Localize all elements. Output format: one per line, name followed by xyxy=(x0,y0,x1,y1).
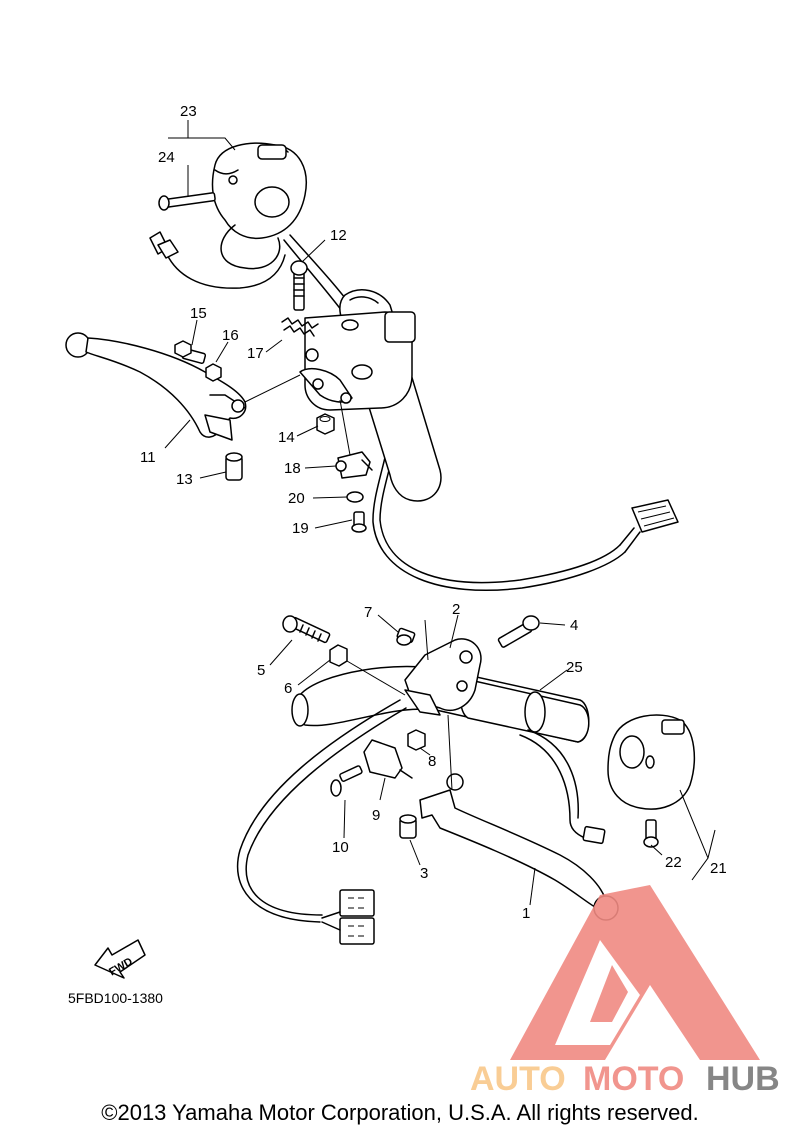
connector-lower xyxy=(321,889,375,945)
logo-word-moto: MOTO xyxy=(583,1060,684,1098)
front-brake-lever xyxy=(65,332,247,441)
clutch-lever-holder xyxy=(404,638,482,716)
forward-arrow: FWD xyxy=(94,939,146,979)
callout-9: 9 xyxy=(372,807,380,824)
switch-housing-right xyxy=(607,714,696,810)
callout-23: 23 xyxy=(180,103,197,120)
callout-24: 24 xyxy=(158,149,175,166)
nut-16 xyxy=(205,363,222,382)
screw-7 xyxy=(396,627,416,646)
callout-22: 22 xyxy=(665,854,682,871)
screw-10 xyxy=(330,765,363,797)
automotohub-logo: AUTO MOTO HUB xyxy=(470,885,780,1098)
callout-21: 21 xyxy=(710,860,727,877)
nut-6 xyxy=(329,644,348,667)
bolt-15 xyxy=(174,340,207,365)
logo-triangle-mark xyxy=(510,885,760,1060)
callout-7: 7 xyxy=(364,604,372,621)
callout-2: 2 xyxy=(452,601,460,618)
callout-4: 4 xyxy=(570,617,578,634)
bushing-13 xyxy=(225,452,243,481)
clutch-switch-9 xyxy=(363,739,413,779)
callouts: 23 24 12 15 16 17 11 14 18 13 20 19 2 7 … xyxy=(140,103,727,922)
collar-3 xyxy=(399,814,417,839)
master-cylinder xyxy=(299,311,416,411)
screw-19 xyxy=(351,511,367,533)
callout-5: 5 xyxy=(257,662,265,679)
upper-assembly xyxy=(65,142,679,591)
callout-1: 1 xyxy=(522,905,530,922)
callout-13: 13 xyxy=(176,471,193,488)
clutch-lever-1 xyxy=(419,773,619,921)
diagram-code: 5FBD100-1380 xyxy=(68,990,163,1006)
bolt-5 xyxy=(282,615,331,644)
nut-14 xyxy=(316,413,335,435)
washer-20 xyxy=(346,491,364,503)
copyright-notice: ©2013 Yamaha Motor Corporation, U.S.A. A… xyxy=(101,1100,699,1125)
leader-lines xyxy=(164,120,716,906)
bolt-12 xyxy=(290,260,308,311)
brake-switch-18 xyxy=(335,451,373,479)
nut-8 xyxy=(407,729,426,751)
spring-17 xyxy=(281,317,319,337)
callout-11: 11 xyxy=(140,449,156,466)
lower-assembly: FWD xyxy=(94,615,696,979)
callout-10: 10 xyxy=(332,839,349,856)
logo-word-auto: AUTO xyxy=(470,1060,566,1098)
callout-15: 15 xyxy=(190,305,207,322)
callout-25: 25 xyxy=(566,659,583,676)
callout-19: 19 xyxy=(292,520,309,537)
callout-20: 20 xyxy=(288,490,305,507)
callout-14: 14 xyxy=(278,429,295,446)
callout-18: 18 xyxy=(284,460,301,477)
bolt-4 xyxy=(497,615,540,648)
switch-housing-left xyxy=(211,142,307,240)
connector-upper xyxy=(619,499,679,553)
callout-12: 12 xyxy=(330,227,347,244)
callout-8: 8 xyxy=(428,753,436,770)
callout-16: 16 xyxy=(222,327,239,344)
callout-6: 6 xyxy=(284,680,292,697)
screw-22 xyxy=(643,819,659,848)
logo-word-hub: HUB xyxy=(706,1060,780,1098)
screw-24 xyxy=(158,192,216,211)
callout-17: 17 xyxy=(247,345,264,362)
callout-3: 3 xyxy=(420,865,428,882)
